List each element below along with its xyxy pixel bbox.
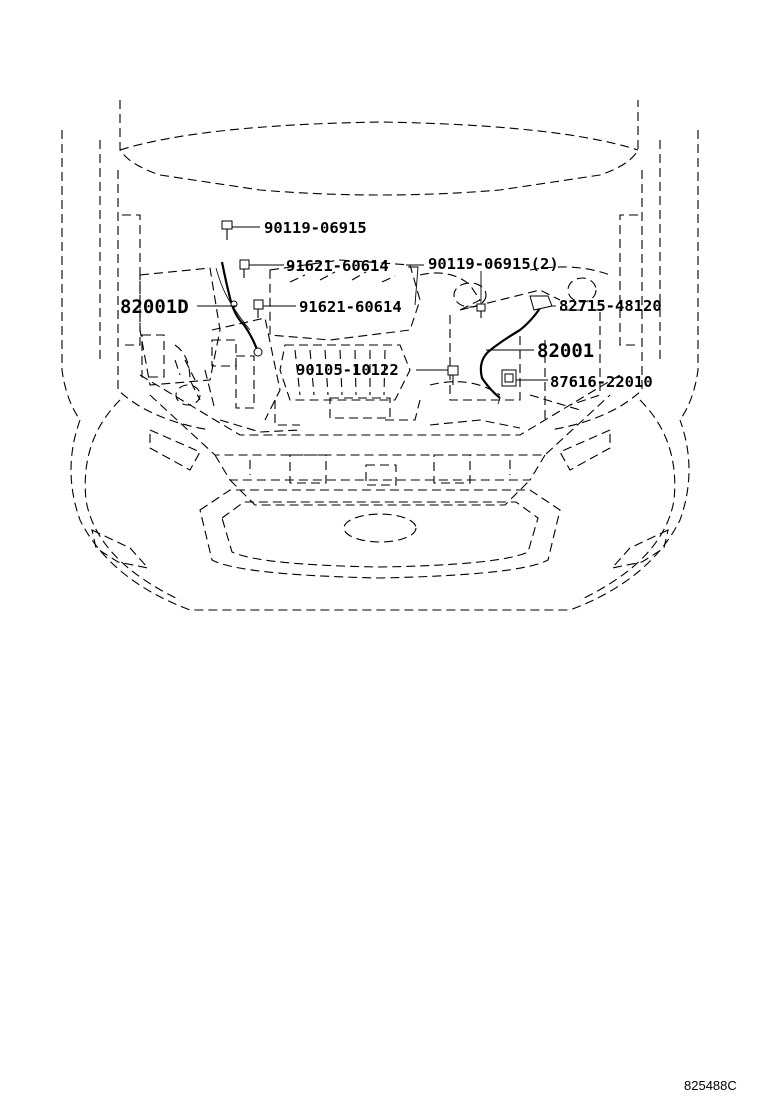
- bolt-icon: [476, 303, 486, 318]
- leader-lines: [197, 226, 556, 381]
- connector-icon: [501, 369, 517, 387]
- bolt-icon: [447, 365, 459, 385]
- harness-82001d: [215, 261, 263, 357]
- vehicle-body-outline: [61, 100, 699, 611]
- clamp-icon: [253, 299, 264, 318]
- diagram-code: 825488C: [684, 1078, 737, 1093]
- small-parts: [221, 220, 517, 387]
- callout-bolt-top: 90119-06915: [264, 219, 367, 237]
- callout-harness-left: 82001D: [120, 296, 189, 318]
- callout-bolt-pair: 90119-06915(2): [428, 255, 559, 273]
- callout-bracket-right: 82715-48120: [559, 297, 662, 315]
- callout-clamp-upper: 91621-60614: [286, 257, 389, 275]
- part-callouts: 90119-06915 91621-60614 90119-06915(2) 8…: [120, 219, 662, 391]
- callout-connector-right: 87616-22010: [550, 373, 653, 391]
- callout-harness-main: 82001: [537, 340, 594, 362]
- callout-clamp-lower: 91621-60614: [299, 298, 402, 316]
- clamp-icon: [239, 259, 250, 278]
- bolt-icon: [221, 220, 233, 240]
- harness-82001: [479, 295, 553, 405]
- callout-bolt-center: 90105-10122: [296, 361, 399, 379]
